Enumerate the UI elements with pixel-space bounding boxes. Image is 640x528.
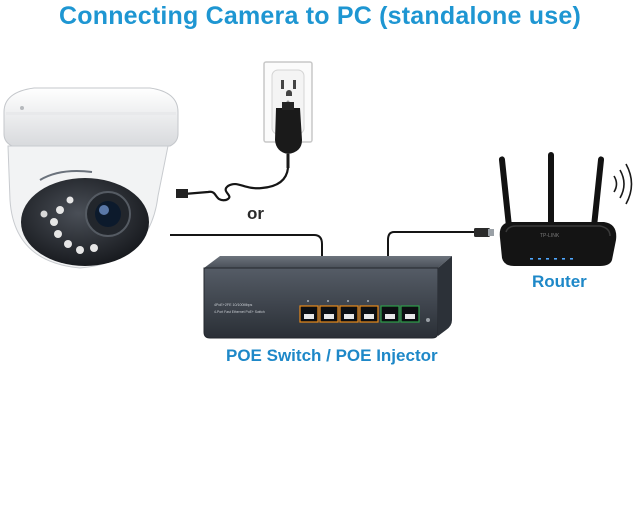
router-icon: TP-LINK [498,152,617,266]
power-adapter-icon [275,102,302,168]
poe-ports [299,305,379,323]
camera-icon [3,87,179,269]
router-label: Router [532,272,587,291]
or-label: or [247,204,264,223]
uplink-ports [380,305,420,323]
switch-label: POE Switch / POE Injector [226,346,438,365]
switch-model-line2: 4-Port Fast Ethernet PoE+ Switch [214,310,265,314]
ethernet-cables [170,231,484,288]
page-title: Connecting Camera to PC (standalone use) [59,2,581,30]
switch-model-line1: 4PoE+2FE 10/100Mbps [214,303,252,307]
power-cable [183,167,290,202]
poe-switch-icon: 4PoE+2FE 10/100Mbps 4-Port Fast Ethernet… [203,256,452,339]
router-brand: TP-LINK [540,233,560,239]
wifi-signal-icon [613,163,633,205]
dc-plug-icon [176,189,188,198]
